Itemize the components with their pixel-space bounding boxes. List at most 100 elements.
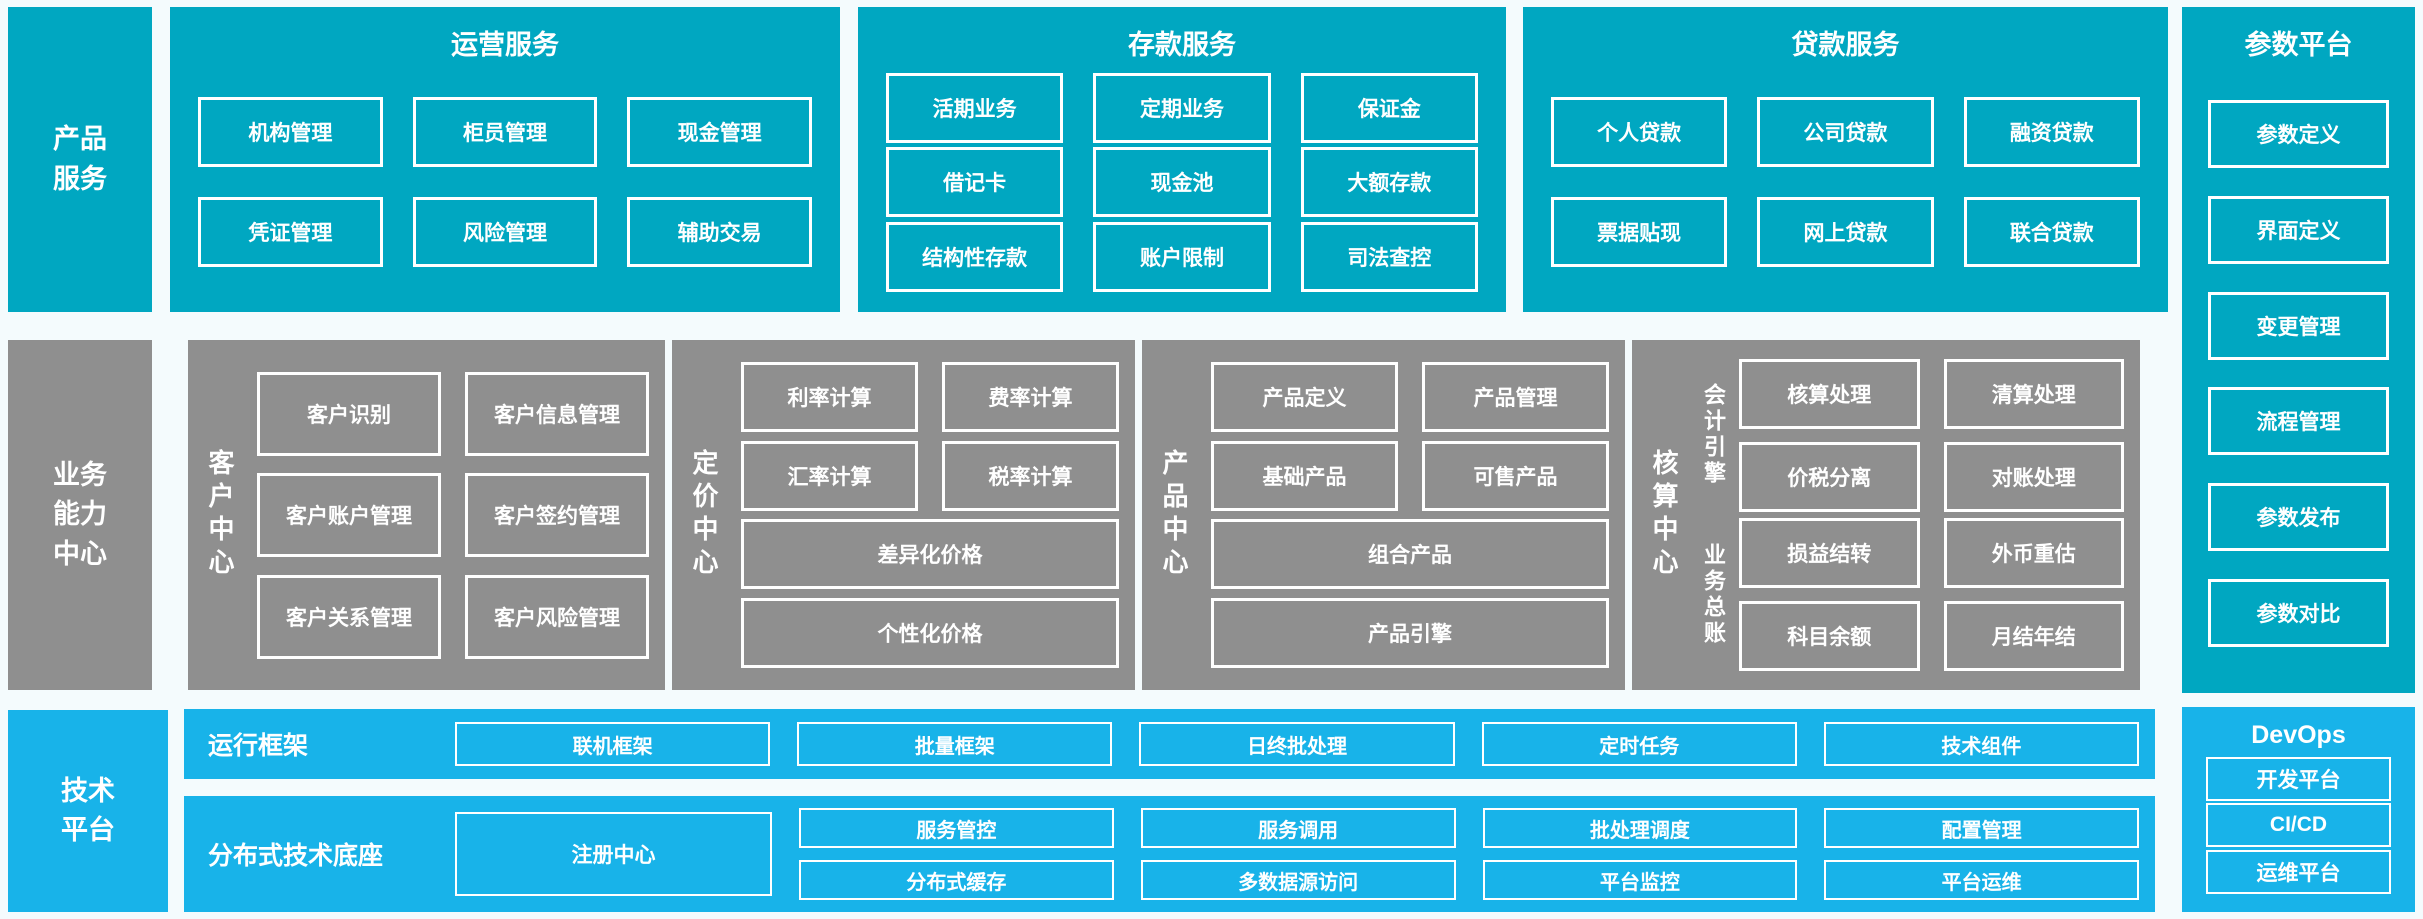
box-row: 客户账户管理 客户签约管理 [257, 473, 649, 557]
capability-box: 客户识别 [257, 371, 441, 456]
devops-title: DevOps [2251, 721, 2346, 749]
capability-box: 汇率计算 [741, 440, 918, 511]
pricing-center-label: 定价中心 [689, 449, 719, 581]
section-accounting-center: 核算中心 会计引擎 核算处理 清算处理 价税分离 对账处理 业务总账 [1632, 340, 2140, 690]
parameter-box: 流程管理 [2208, 387, 2389, 456]
runtime-framework-label: 运行框架 [208, 732, 309, 760]
platform-box: 技术组件 [1823, 722, 2140, 766]
capability-box: 客户签约管理 [465, 473, 649, 557]
accounting-groups: 会计引擎 核算处理 清算处理 价税分离 对账处理 业务总账 损益结转 [1693, 340, 2140, 690]
capability-box-wide: 产品引擎 [1211, 597, 1609, 668]
box-row: 客户识别 客户信息管理 [257, 371, 649, 456]
capability-box: 客户信息管理 [465, 371, 649, 456]
box-row: 基础产品 可售产品 [1211, 440, 1609, 511]
product-box-grid: 产品定义 产品管理 基础产品 可售产品 组合产品 产品引擎 [1203, 340, 1625, 690]
distributed-box-grid: 服务管控 服务调用 批处理调度 配置管理 分布式缓存 多数据源访问 平台监控 平… [799, 808, 2139, 900]
section-title-deposit: 存款服务 [1128, 30, 1236, 60]
section-loan-services: 贷款服务 个人贷款 公司贷款 融资贷款 票据贴现 网上贷款 联合贷款 [1523, 7, 2168, 312]
devops-box-list: 开发平台 CI/CD 运维平台 [2182, 750, 2415, 912]
service-box: 公司贷款 [1757, 97, 1934, 168]
box-row: 价税分离 对账处理 [1739, 441, 2124, 512]
business-ledger-label: 业务总账 [1701, 542, 1726, 647]
accounting-center-label: 核算中心 [1649, 449, 1679, 581]
product-center-label: 产品中心 [1159, 449, 1189, 581]
parameter-box: 变更管理 [2208, 291, 2389, 360]
service-box: 柜员管理 [412, 97, 598, 168]
section-title-loan: 贷款服务 [1791, 30, 1900, 60]
platform-box: 批量框架 [797, 722, 1113, 766]
capability-box: 清算处理 [1943, 358, 2124, 429]
capability-box: 利率计算 [741, 362, 918, 433]
platform-box: 配置管理 [1824, 808, 2139, 848]
capability-box: 核算处理 [1739, 358, 1920, 429]
panel-parameter-platform: 参数平台 参数定义 界面定义 变更管理 流程管理 参数发布 参数对比 [2182, 7, 2415, 693]
sidebar-technology-platform: 技术 平台 [8, 710, 168, 912]
capability-box: 价税分离 [1739, 441, 1920, 512]
service-box: 个人贷款 [1551, 97, 1728, 168]
platform-box: 开发平台 [2206, 756, 2391, 801]
capability-box: 客户账户管理 [257, 473, 441, 557]
capability-box: 客户关系管理 [257, 574, 441, 659]
capability-box: 外币重估 [1943, 518, 2124, 589]
capability-box: 月结年结 [1943, 601, 2124, 672]
box-row: 机构管理 柜员管理 现金管理 [198, 97, 813, 168]
service-box: 定期业务 [1093, 72, 1271, 143]
box-row: 利率计算 费率计算 [741, 362, 1119, 433]
platform-box: 服务管控 [799, 808, 1114, 848]
service-box: 联合贷款 [1963, 196, 2140, 267]
box-row: 票据贴现 网上贷款 联合贷款 [1551, 196, 2140, 267]
box-row: 组合产品 [1211, 519, 1609, 590]
platform-box: 运维平台 [2206, 849, 2391, 894]
service-box: 辅助交易 [627, 196, 813, 267]
capability-box-wide: 组合产品 [1211, 519, 1609, 590]
capability-box-wide: 个性化价格 [741, 597, 1119, 668]
service-box: 大额存款 [1300, 147, 1478, 217]
section-deposit-services: 存款服务 活期业务 定期业务 保证金 借记卡 现金池 大额存款 结构性存款 账户… [858, 7, 1506, 312]
section-product-center: 产品中心 产品定义 产品管理 基础产品 可售产品 组合产品 产品引擎 [1142, 340, 1625, 690]
service-box: 借记卡 [886, 147, 1064, 217]
customer-box-grid: 客户识别 客户信息管理 客户账户管理 客户签约管理 客户关系管理 客户风险管理 [249, 340, 665, 690]
section-customer-center: 客户中心 客户识别 客户信息管理 客户账户管理 客户签约管理 客户关系管理 客户… [188, 340, 665, 690]
loan-box-grid: 个人贷款 公司贷款 融资贷款 票据贴现 网上贷款 联合贷款 [1523, 62, 2168, 312]
platform-box: 平台监控 [1482, 860, 1798, 900]
service-box: 凭证管理 [198, 196, 383, 267]
parameter-box: 参数对比 [2208, 579, 2389, 648]
box-row: 损益结转 外币重估 [1739, 518, 2124, 589]
service-box: 网上贷款 [1757, 196, 1934, 267]
service-box: 融资贷款 [1963, 97, 2140, 168]
box-row: 个人贷款 公司贷款 融资贷款 [1551, 97, 2140, 168]
capability-box: 基础产品 [1211, 440, 1398, 511]
box-row: 结构性存款 账户限制 司法查控 [886, 221, 1478, 292]
box-row: 个性化价格 [741, 597, 1119, 668]
box-row: 客户关系管理 客户风险管理 [257, 574, 649, 659]
service-box: 现金池 [1093, 147, 1271, 217]
accounting-engine-grid: 核算处理 清算处理 价税分离 对账处理 [1739, 358, 2124, 512]
parameter-box: 参数定义 [2208, 99, 2389, 168]
platform-box: 服务调用 [1140, 808, 1456, 848]
business-ledger-group: 业务总账 损益结转 外币重估 科目余额 月结年结 [1693, 518, 2124, 672]
runtime-box-list: 联机框架 批量框架 日终批处理 定时任务 技术组件 [455, 722, 2140, 766]
capability-box: 科目余额 [1739, 601, 1920, 672]
service-box: 现金管理 [627, 97, 813, 168]
box-row: 差异化价格 [741, 519, 1119, 590]
service-box: 风险管理 [412, 196, 598, 267]
box-row: 汇率计算 税率计算 [741, 440, 1119, 511]
capability-box: 客户风险管理 [465, 574, 649, 659]
service-box: 结构性存款 [886, 221, 1064, 292]
service-box: 机构管理 [198, 97, 383, 168]
parameter-box: 界面定义 [2208, 195, 2389, 264]
platform-box: 定时任务 [1481, 722, 1797, 766]
parameter-box-list: 参数定义 界面定义 变更管理 流程管理 参数发布 参数对比 [2182, 62, 2415, 693]
panel-title-parameter-platform: 参数平台 [2244, 30, 2353, 60]
platform-box: 平台运维 [1824, 860, 2139, 900]
sidebar-product-services: 产品 服务 [8, 7, 152, 312]
sidebar-business-capability-center: 业务 能力 中心 [8, 340, 152, 690]
capability-box: 可售产品 [1422, 440, 1609, 511]
service-box: 活期业务 [886, 72, 1064, 143]
platform-box: 批处理调度 [1482, 808, 1798, 848]
service-box: 账户限制 [1093, 221, 1271, 292]
box-row: 核算处理 清算处理 [1739, 358, 2124, 429]
accounting-engine-label: 会计引擎 [1701, 383, 1726, 488]
service-box: 保证金 [1300, 72, 1478, 143]
